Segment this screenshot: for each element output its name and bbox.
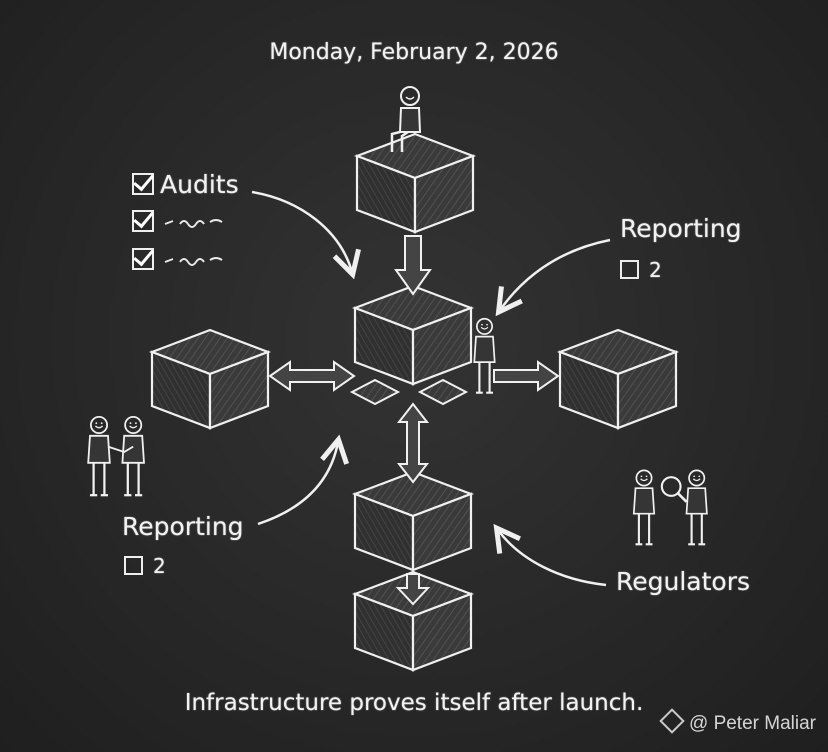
reporting-right-count: 2 (620, 258, 662, 282)
regulators-inspecting (634, 470, 707, 544)
person-standing-center (474, 319, 494, 393)
reporting-left-label: Reporting (122, 512, 244, 541)
cube-top (357, 134, 473, 232)
checkbox-checked-icon (132, 173, 154, 195)
cube-lower (355, 472, 471, 570)
checkbox-checked-icon (132, 210, 154, 232)
magnifying-glass-icon (662, 477, 681, 496)
arrow-left-double (270, 362, 354, 390)
connector-diamond-right (420, 380, 466, 404)
arrow-vertical-double (399, 404, 427, 482)
arrow-right (494, 362, 558, 390)
curve-arrow-reporting-right (500, 240, 610, 310)
regulators-label: Regulators (616, 567, 750, 596)
checklist-item (132, 248, 160, 272)
cube-right (560, 330, 676, 428)
reporting-right-label: Reporting (620, 214, 742, 243)
arrow-top-down (396, 236, 430, 294)
curve-arrow-reporting-left (258, 442, 338, 524)
binance-logo-icon (659, 708, 684, 733)
watermark: @ Peter Maliar (663, 712, 816, 735)
reporting-left-count: 2 (124, 554, 166, 578)
checklist-squiggles (165, 220, 222, 265)
cube-center (355, 286, 471, 384)
curve-arrow-audits (252, 192, 352, 272)
empty-checkbox-icon (124, 556, 143, 575)
checkbox-checked-icon (132, 248, 154, 270)
connector-diamond-left (352, 380, 398, 404)
curve-arrow-regulators (498, 530, 606, 585)
checklist-item (132, 210, 160, 234)
date-heading: Monday, February 2, 2026 (0, 40, 828, 65)
cube-left (152, 330, 268, 428)
audits-label: Audits (132, 170, 239, 199)
people-handshake (88, 417, 144, 495)
empty-checkbox-icon (620, 260, 639, 279)
